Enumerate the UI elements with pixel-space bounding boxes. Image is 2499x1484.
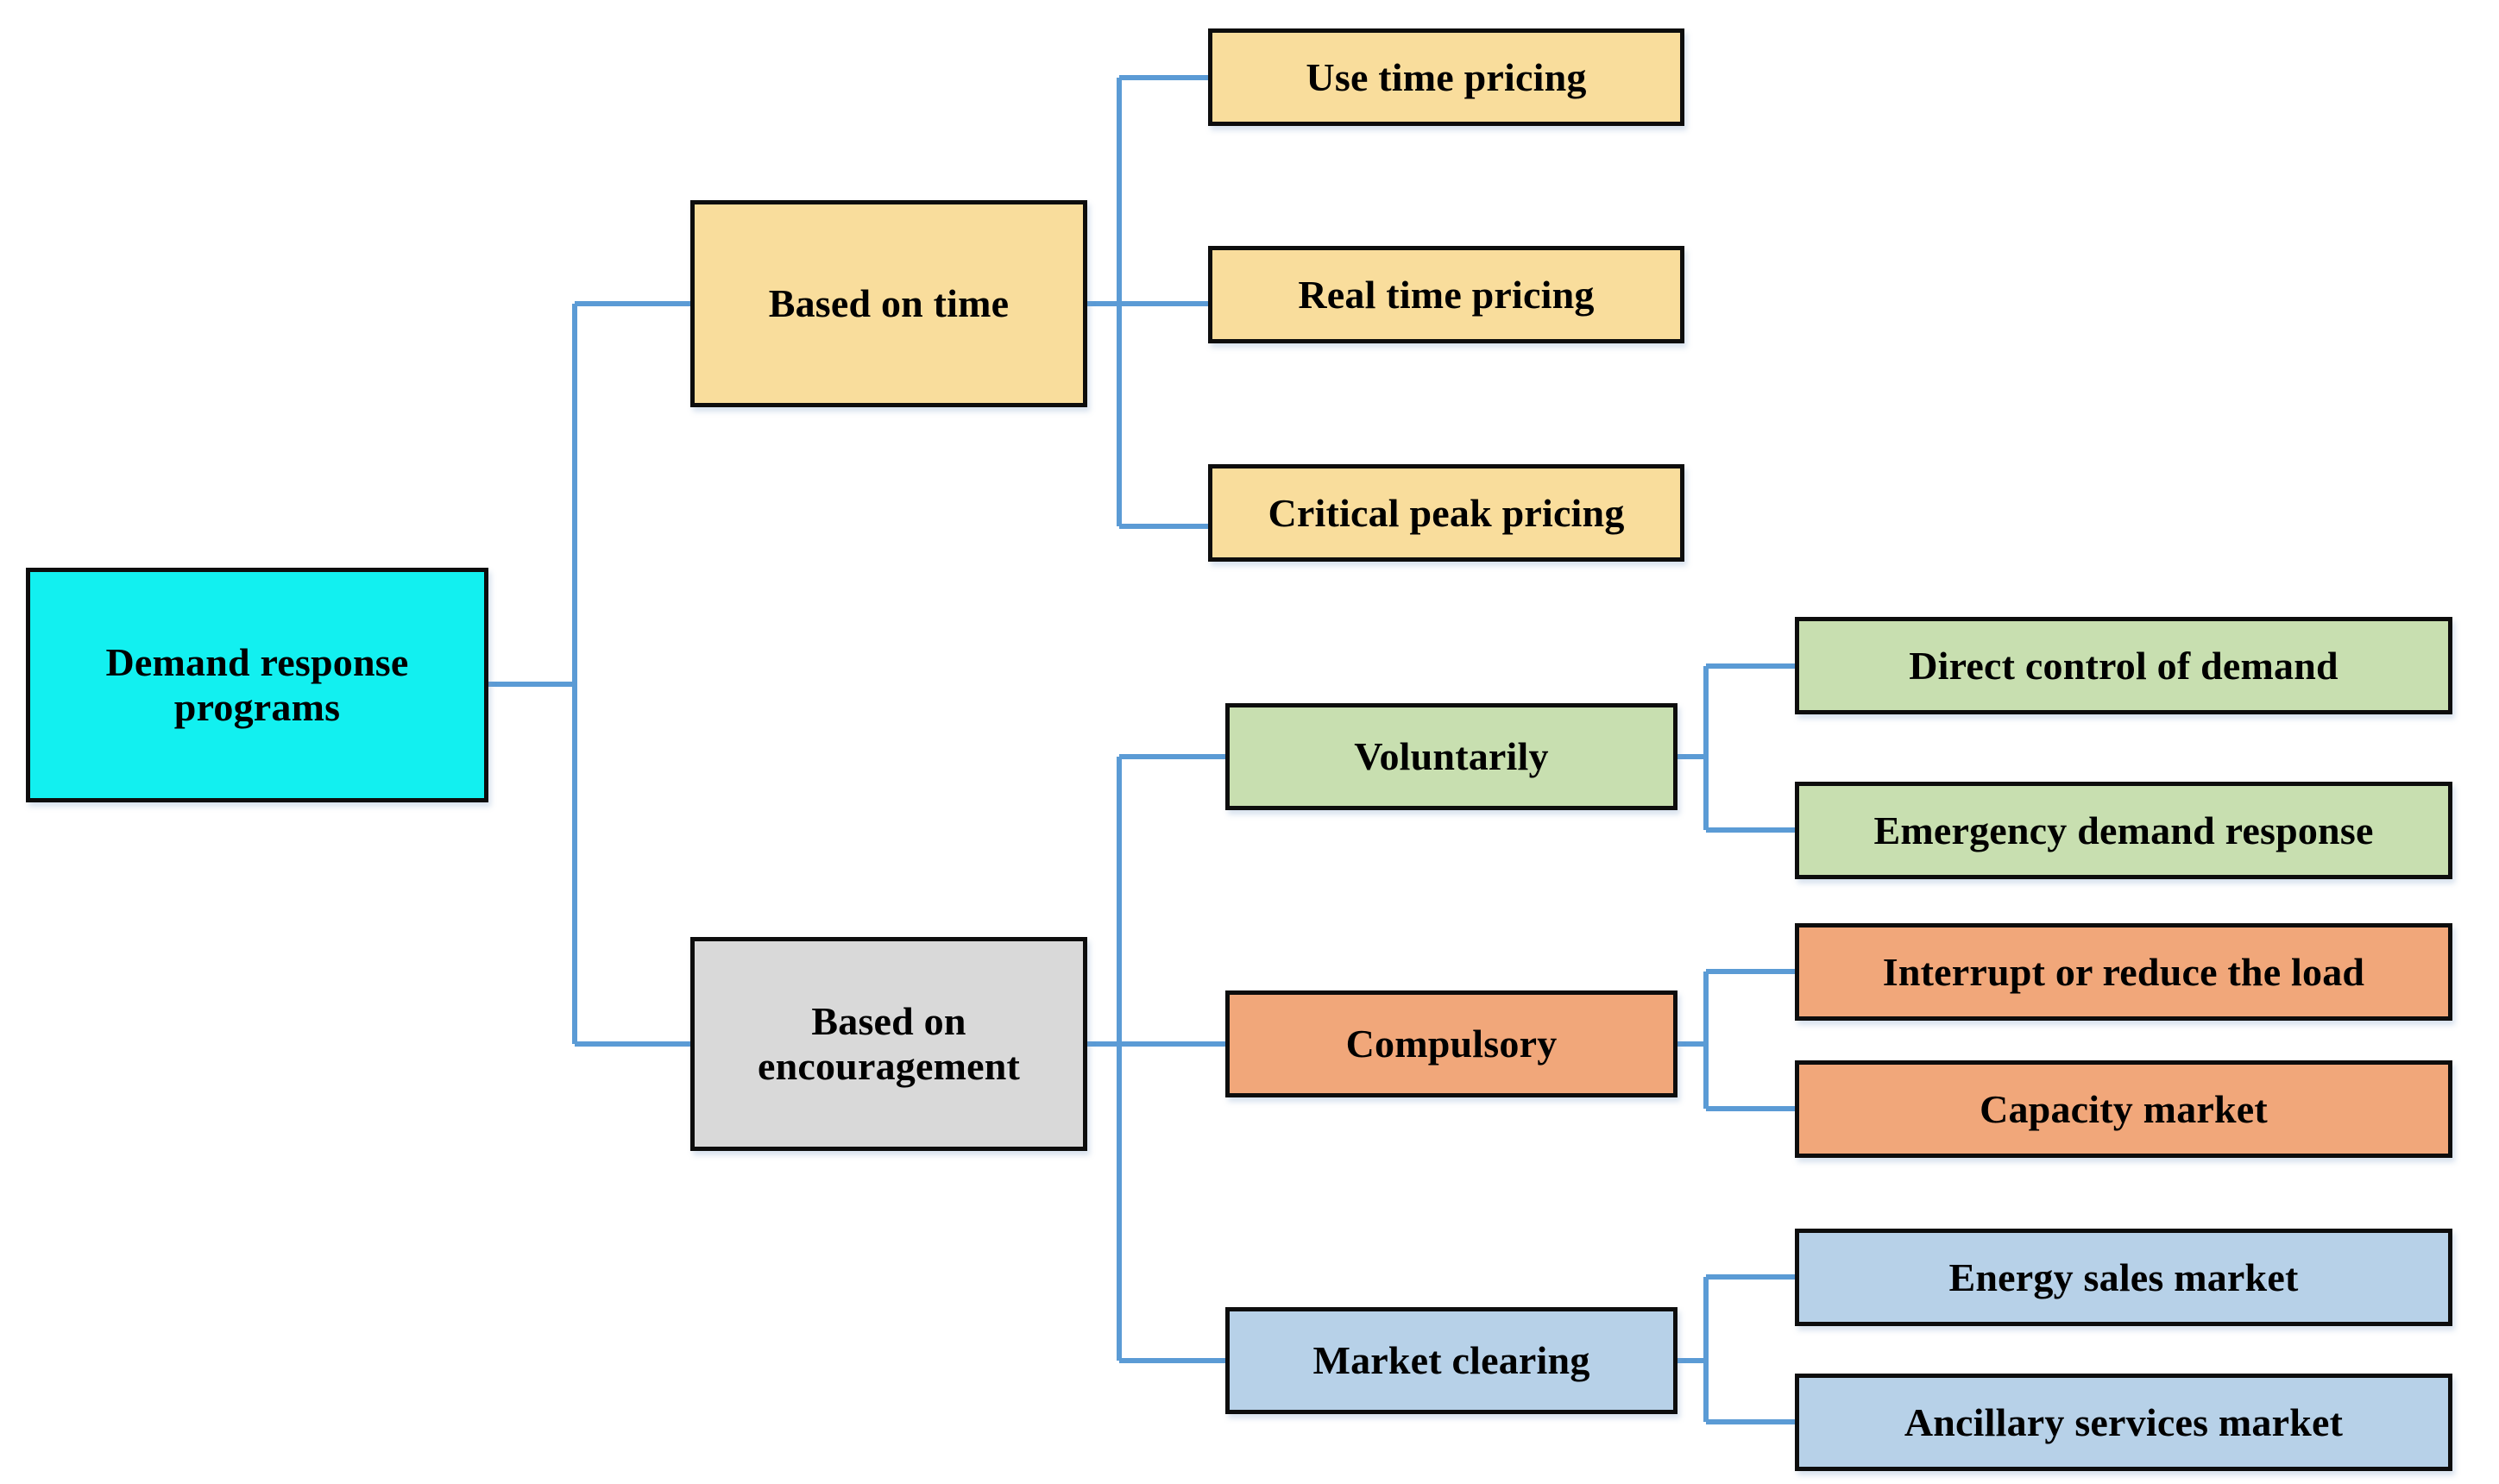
node-label: Market clearing <box>1312 1338 1590 1383</box>
node-label: Interrupt or reduce the load <box>1882 949 2365 994</box>
node-label: Compulsory <box>1345 1022 1558 1066</box>
node-label: Critical peak pricing <box>1268 490 1625 535</box>
node-based-on-time[interactable]: Based on time <box>690 200 1087 407</box>
node-demand-response-programs[interactable]: Demand response programs <box>26 568 488 802</box>
node-label: Based on time <box>768 281 1010 326</box>
node-real-time-pricing[interactable]: Real time pricing <box>1208 246 1684 343</box>
node-energy-sales-market[interactable]: Energy sales market <box>1795 1229 2452 1326</box>
node-based-on-encouragement[interactable]: Based on encouragement <box>690 937 1087 1151</box>
node-voluntarily[interactable]: Voluntarily <box>1225 703 1678 810</box>
node-compulsory[interactable]: Compulsory <box>1225 990 1678 1097</box>
node-direct-control-of-demand[interactable]: Direct control of demand <box>1795 617 2452 714</box>
node-interrupt-or-reduce-the-load[interactable]: Interrupt or reduce the load <box>1795 923 2452 1021</box>
node-capacity-market[interactable]: Capacity market <box>1795 1060 2452 1158</box>
node-market-clearing[interactable]: Market clearing <box>1225 1307 1678 1414</box>
node-emergency-demand-response[interactable]: Emergency demand response <box>1795 782 2452 879</box>
node-label: Emergency demand response <box>1873 808 2374 852</box>
node-label: Based on encouragement <box>757 999 1021 1088</box>
node-label: Use time pricing <box>1306 54 1587 99</box>
node-ancillary-services-market[interactable]: Ancillary services market <box>1795 1374 2452 1471</box>
node-label: Real time pricing <box>1298 272 1595 317</box>
node-use-time-pricing[interactable]: Use time pricing <box>1208 28 1684 126</box>
node-label: Voluntarily <box>1354 734 1549 779</box>
node-label: Ancillary services market <box>1904 1399 2344 1444</box>
node-label: Capacity market <box>1980 1086 2268 1131</box>
node-label: Direct control of demand <box>1909 643 2338 688</box>
node-label: Demand response programs <box>105 640 409 729</box>
node-critical-peak-pricing[interactable]: Critical peak pricing <box>1208 464 1684 562</box>
node-label: Energy sales market <box>1948 1254 2299 1299</box>
